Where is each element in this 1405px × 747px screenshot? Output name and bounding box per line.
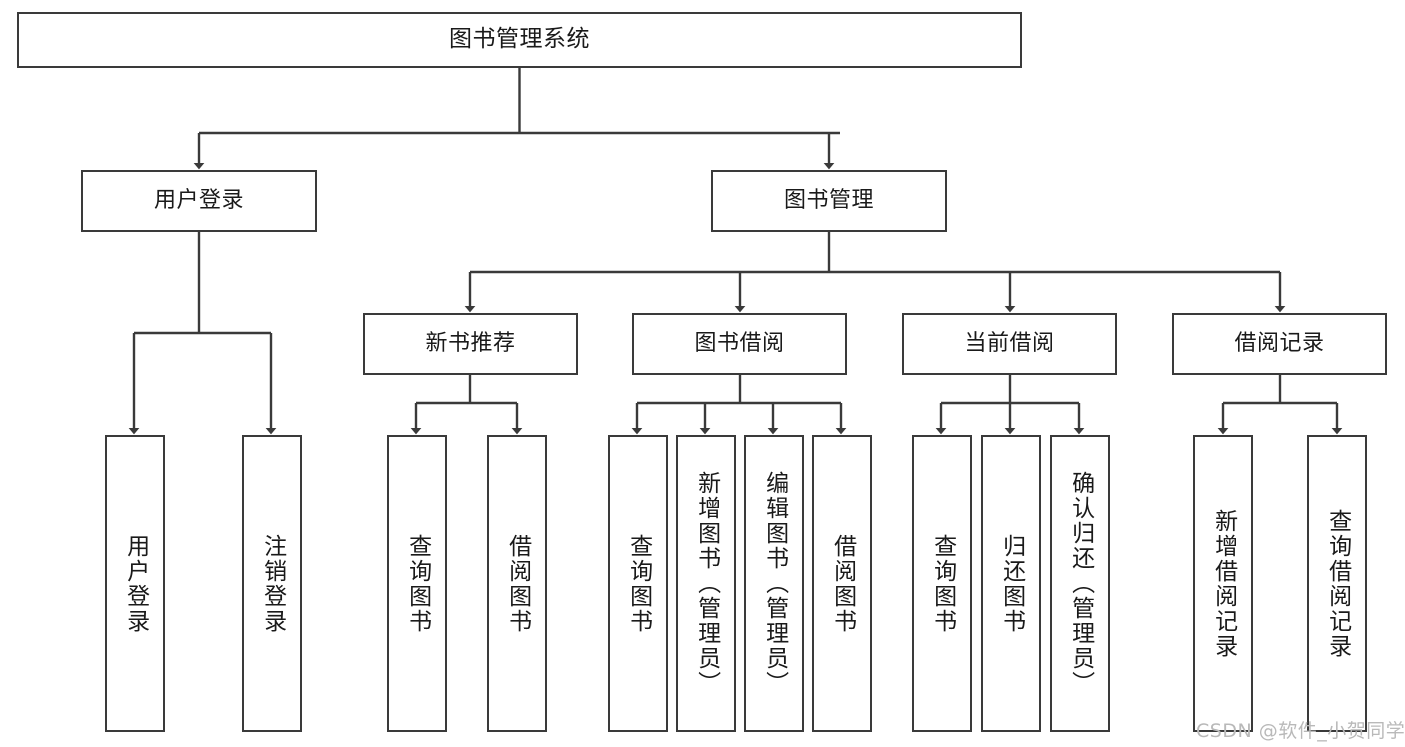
node-root-system-label: 图书管理系统	[449, 26, 590, 53]
node-current-borrow-label: 当前借阅	[964, 330, 1055, 356]
node-leaf-edit-book-label: 编辑图书（管理员）	[761, 471, 788, 696]
node-leaf-add-book-label: 新增图书（管理员）	[693, 471, 720, 696]
node-leaf-user-login[interactable]: 用户登录	[105, 435, 165, 732]
node-new-book-recommend-label: 新书推荐	[425, 330, 516, 356]
node-leaf-borrow-book-1-label: 借阅图书	[504, 533, 531, 634]
node-leaf-query-book-3[interactable]: 查询图书	[912, 435, 972, 732]
node-leaf-add-record-label: 新增借阅记录	[1210, 508, 1237, 659]
node-book-manage-label: 图书管理	[783, 187, 874, 213]
node-leaf-add-book[interactable]: 新增图书（管理员）	[676, 435, 736, 732]
node-book-borrow-label: 图书借阅	[694, 330, 785, 356]
node-leaf-confirm-return-label: 确认归还（管理员）	[1067, 471, 1094, 696]
node-leaf-add-record[interactable]: 新增借阅记录	[1193, 435, 1253, 732]
node-current-borrow[interactable]: 当前借阅	[902, 313, 1117, 375]
node-leaf-query-book-1-label: 查询图书	[404, 533, 431, 634]
node-user-login[interactable]: 用户登录	[81, 170, 317, 232]
node-leaf-borrow-book-2[interactable]: 借阅图书	[812, 435, 872, 732]
node-leaf-logout[interactable]: 注销登录	[242, 435, 302, 732]
node-root-system[interactable]: 图书管理系统	[17, 12, 1022, 68]
node-leaf-query-book-3-label: 查询图书	[929, 533, 956, 634]
csdn-watermark-text: CSDN @软件_小贺同学	[1196, 720, 1405, 742]
node-new-book-recommend[interactable]: 新书推荐	[363, 313, 578, 375]
csdn-watermark: CSDN @软件_小贺同学	[1196, 716, 1405, 743]
node-leaf-borrow-book-2-label: 借阅图书	[829, 533, 856, 634]
node-book-manage[interactable]: 图书管理	[711, 170, 947, 232]
node-leaf-query-book-2[interactable]: 查询图书	[608, 435, 668, 732]
node-user-login-label: 用户登录	[153, 187, 244, 213]
node-leaf-query-record-label: 查询借阅记录	[1324, 508, 1351, 659]
node-book-borrow[interactable]: 图书借阅	[632, 313, 847, 375]
node-leaf-return-book-label: 归还图书	[998, 533, 1025, 634]
node-borrow-record-label: 借阅记录	[1234, 330, 1325, 356]
node-leaf-user-login-label: 用户登录	[122, 533, 149, 634]
node-leaf-return-book[interactable]: 归还图书	[981, 435, 1041, 732]
node-leaf-query-record[interactable]: 查询借阅记录	[1307, 435, 1367, 732]
node-leaf-edit-book[interactable]: 编辑图书（管理员）	[744, 435, 804, 732]
node-leaf-confirm-return[interactable]: 确认归还（管理员）	[1050, 435, 1110, 732]
node-leaf-logout-label: 注销登录	[259, 533, 286, 634]
node-leaf-query-book-2-label: 查询图书	[625, 533, 652, 634]
node-leaf-borrow-book-1[interactable]: 借阅图书	[487, 435, 547, 732]
node-borrow-record[interactable]: 借阅记录	[1172, 313, 1387, 375]
node-leaf-query-book-1[interactable]: 查询图书	[387, 435, 447, 732]
